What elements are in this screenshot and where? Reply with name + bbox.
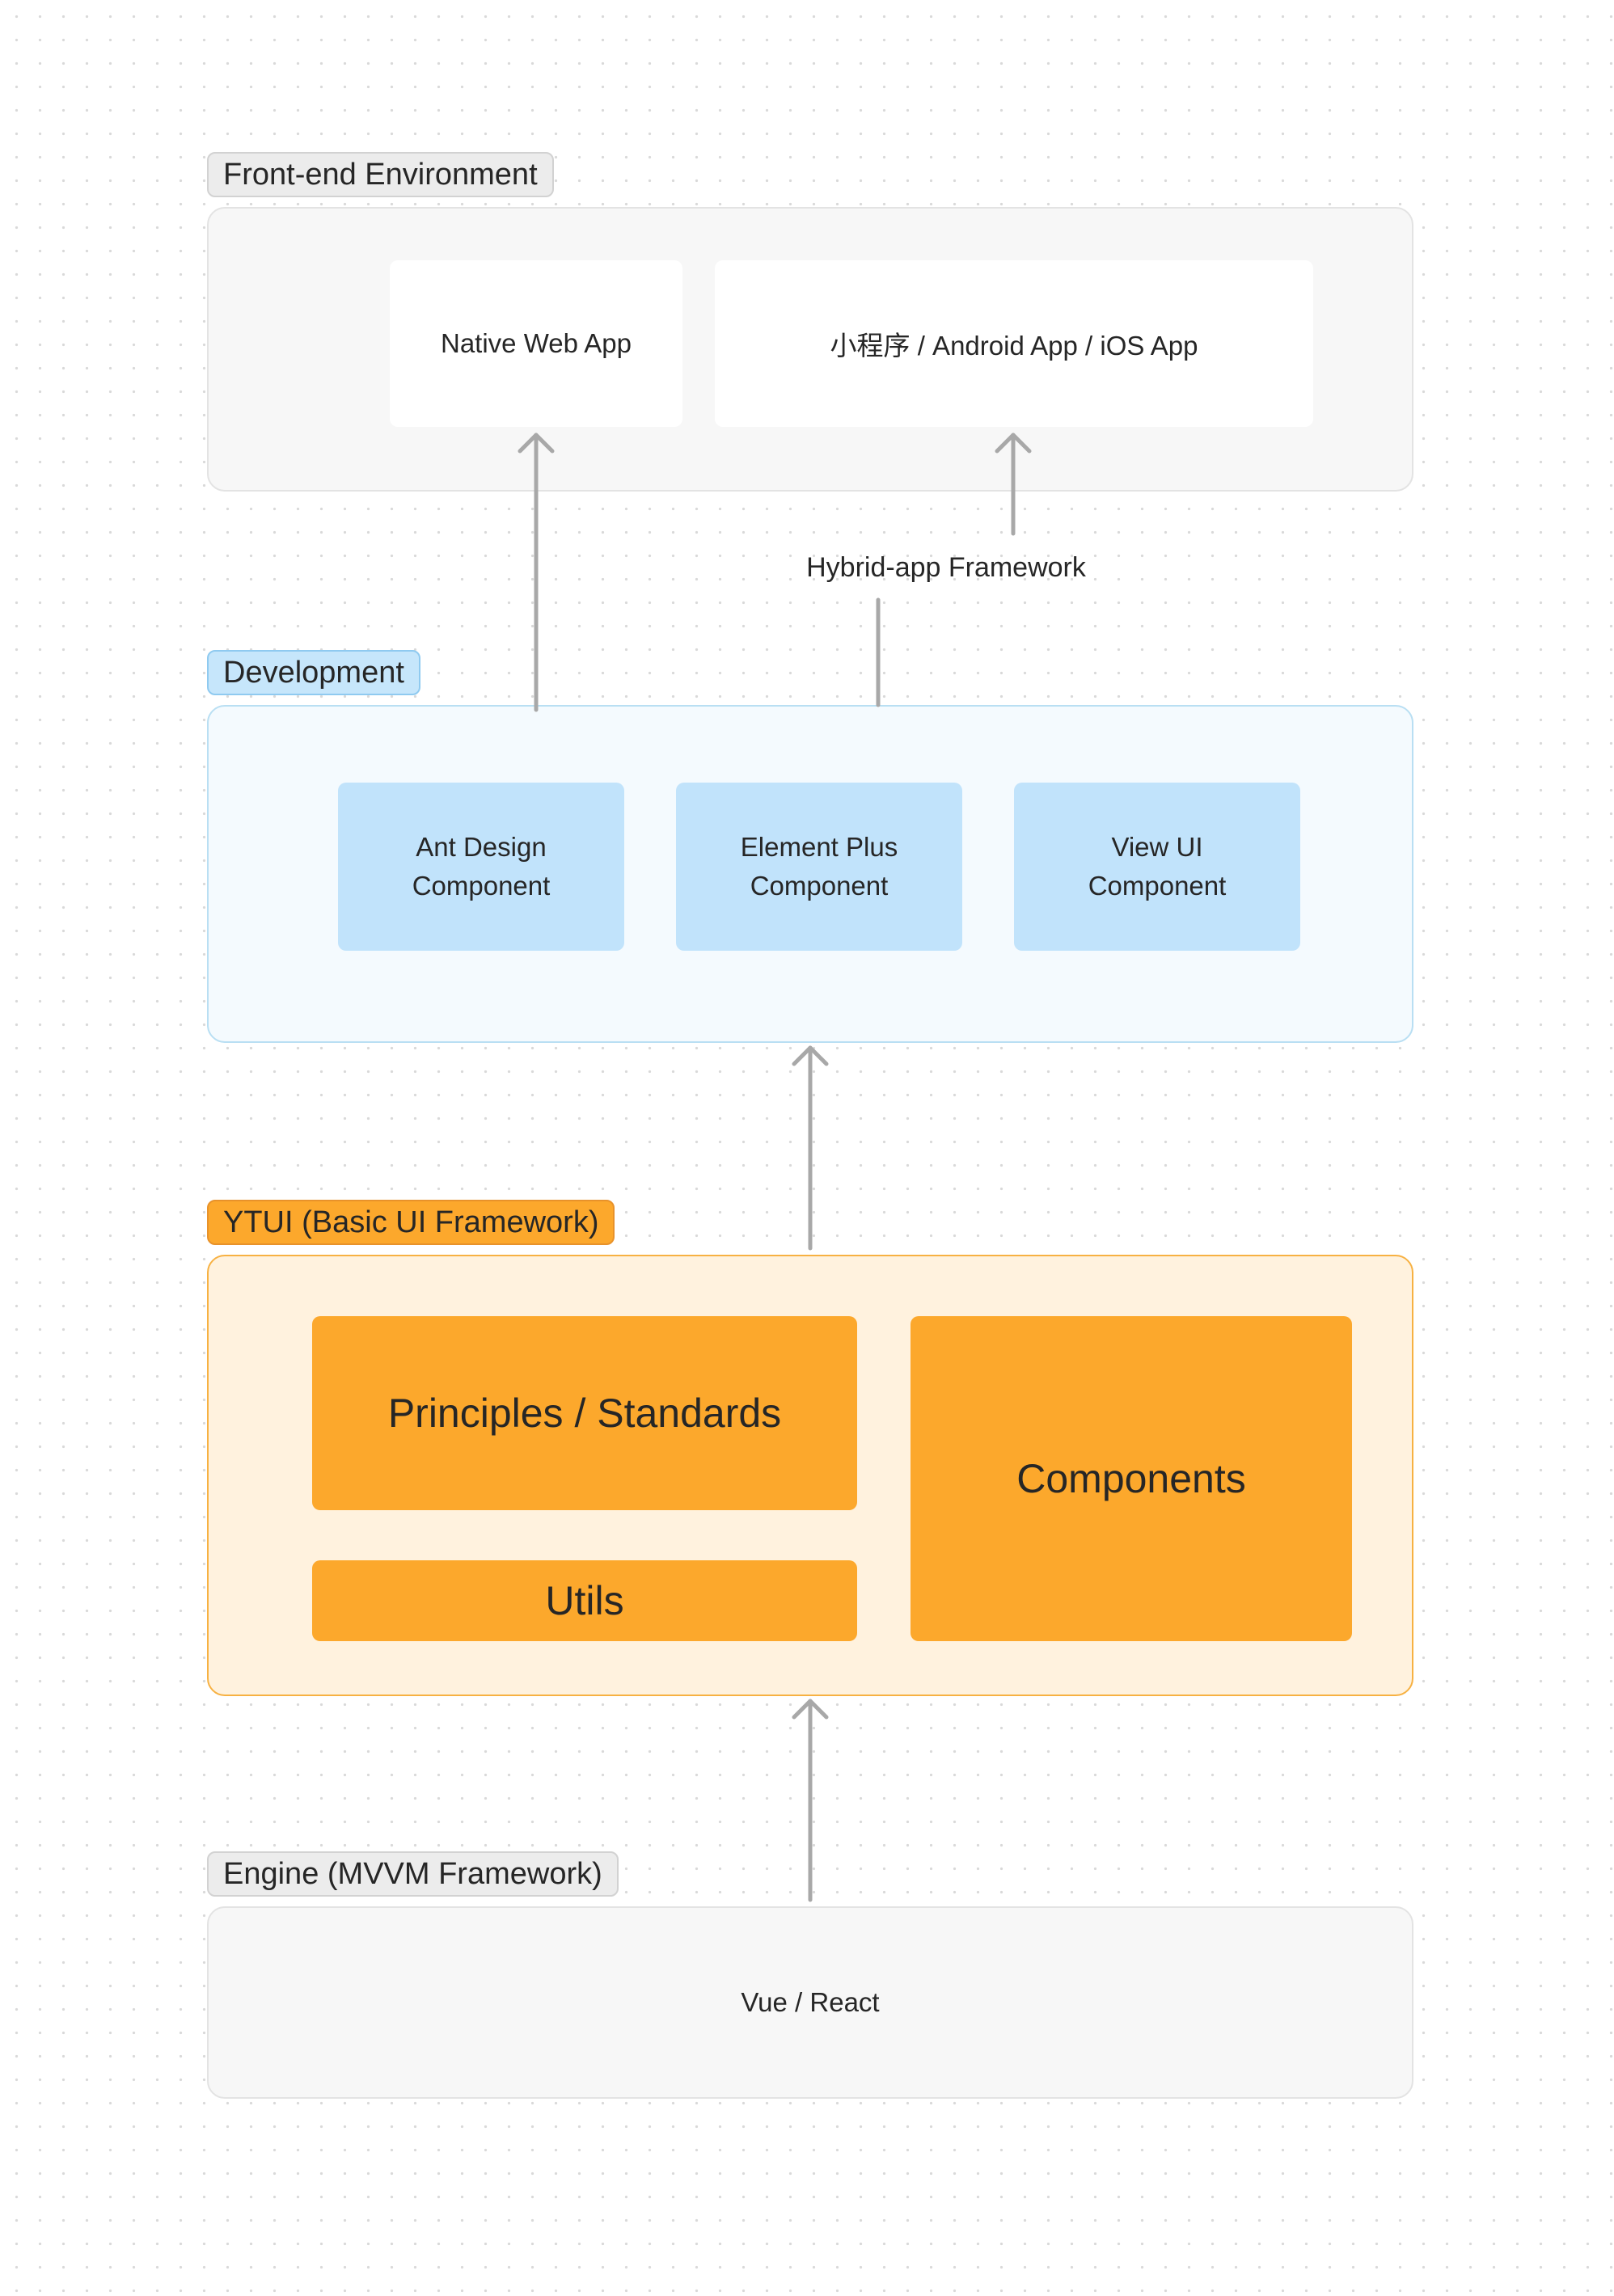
element-plus-line1: Element Plus bbox=[740, 832, 898, 862]
components-box: Components bbox=[911, 1316, 1352, 1641]
mobile-apps-label: 小程序 / Android App / iOS App bbox=[830, 331, 1198, 361]
element-plus-component-box: Element Plus Component bbox=[676, 783, 962, 951]
arrowhead-ytui bbox=[792, 1699, 829, 1720]
ytui-layer-label: YTUI (Basic UI Framework) bbox=[223, 1205, 599, 1239]
engine-content: Vue / React bbox=[207, 1906, 1413, 2099]
ant-design-component-box: Ant Design Component bbox=[338, 783, 624, 951]
engine-layer-tag: Engine (MVVM Framework) bbox=[207, 1851, 619, 1897]
utils-box: Utils bbox=[312, 1560, 857, 1641]
mobile-apps-box: 小程序 / Android App / iOS App bbox=[715, 260, 1313, 427]
frontend-layer-tag: Front-end Environment bbox=[207, 152, 554, 197]
element-plus-line2: Component bbox=[750, 871, 889, 901]
native-web-app-label: Native Web App bbox=[440, 328, 632, 358]
native-web-app-box: Native Web App bbox=[390, 260, 682, 427]
arrowhead-development bbox=[792, 1045, 829, 1066]
engine-layer-label: Engine (MVVM Framework) bbox=[223, 1857, 602, 1891]
hybrid-framework-caption: Hybrid-app Framework bbox=[806, 552, 1086, 583]
utils-label: Utils bbox=[545, 1578, 624, 1623]
ant-design-line2: Component bbox=[412, 871, 551, 901]
ant-design-line1: Ant Design bbox=[416, 832, 547, 862]
view-ui-line2: Component bbox=[1088, 871, 1227, 901]
development-layer-label: Development bbox=[223, 656, 404, 690]
components-label: Components bbox=[1016, 1456, 1246, 1501]
view-ui-line1: View UI bbox=[1111, 832, 1203, 862]
view-ui-component-box: View UI Component bbox=[1014, 783, 1300, 951]
development-layer-tag: Development bbox=[207, 650, 420, 695]
frontend-layer-label: Front-end Environment bbox=[223, 158, 538, 192]
principles-standards-box: Principles / Standards bbox=[312, 1316, 857, 1510]
engine-layer-panel bbox=[207, 1906, 1413, 2099]
engine-content-label: Vue / React bbox=[741, 1987, 880, 2017]
principles-standards-label: Principles / Standards bbox=[387, 1391, 782, 1436]
ytui-layer-tag: YTUI (Basic UI Framework) bbox=[207, 1200, 615, 1245]
